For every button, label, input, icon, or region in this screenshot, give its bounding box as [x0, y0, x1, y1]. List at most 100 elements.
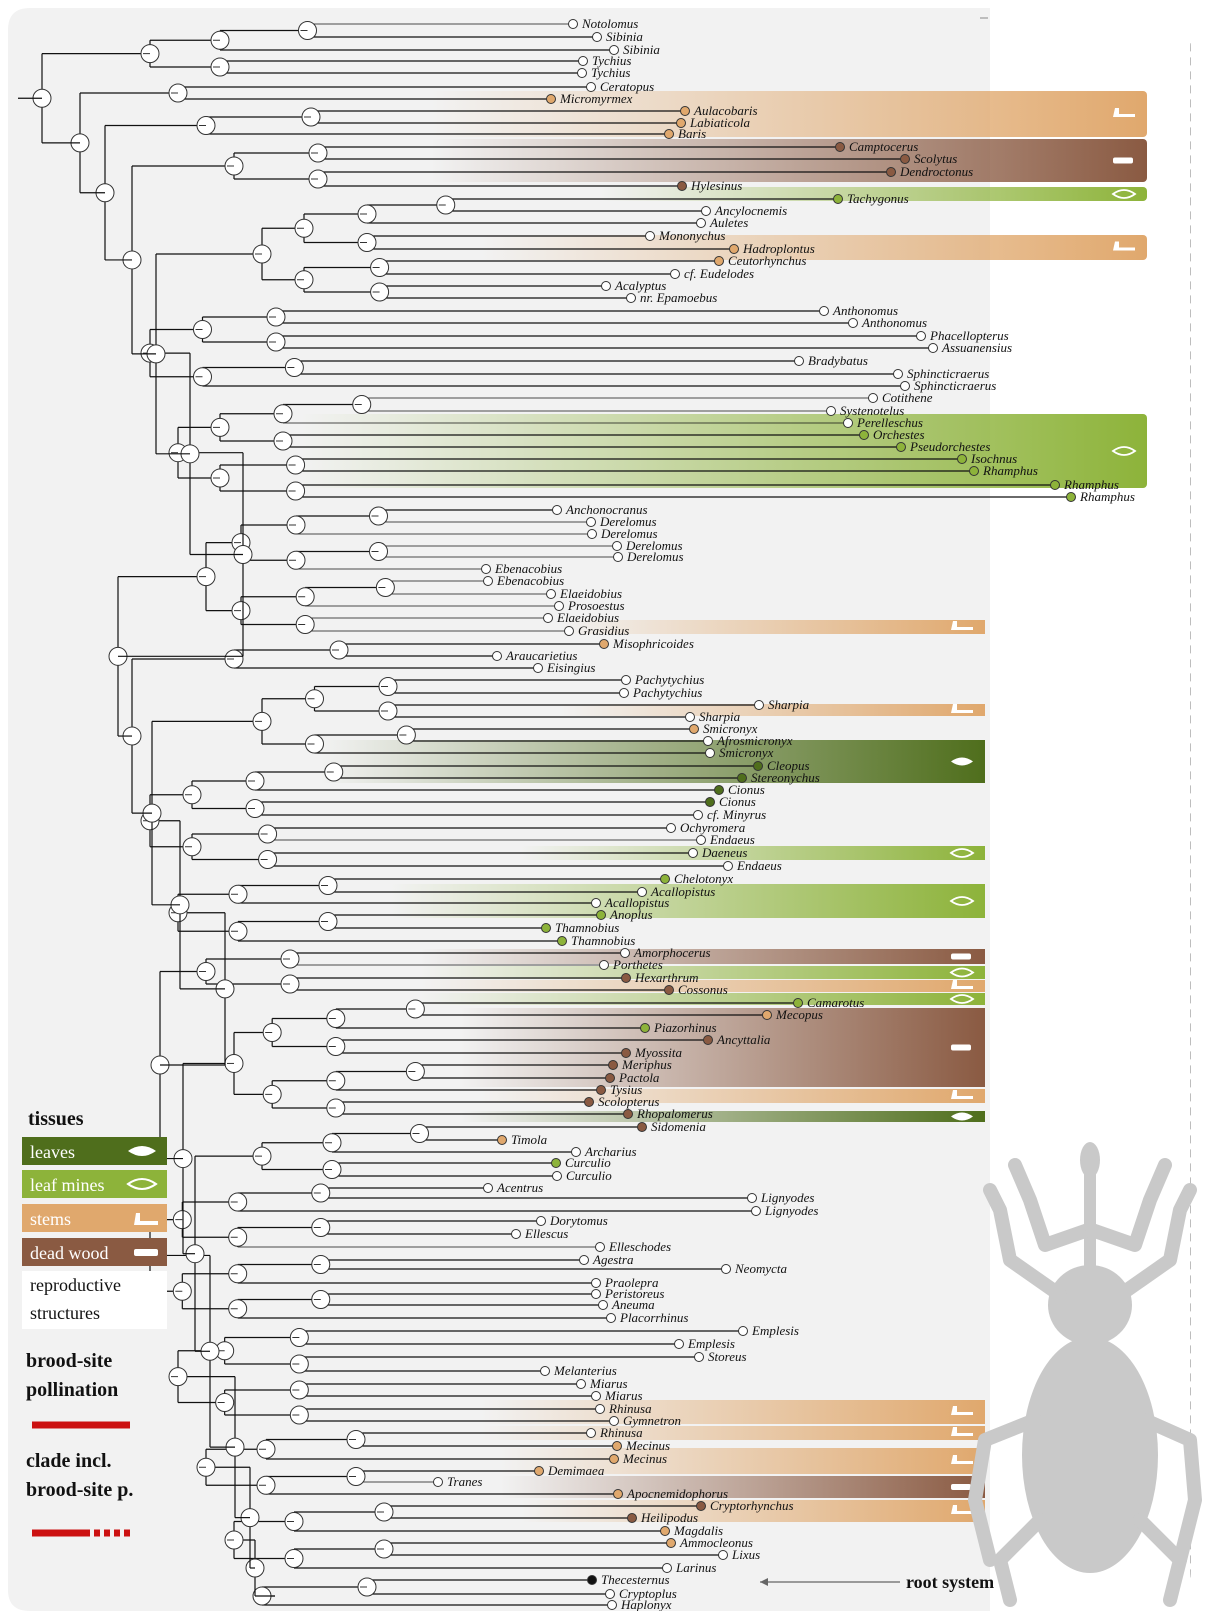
taxon-tip	[640, 1023, 650, 1033]
taxon-tip	[693, 810, 703, 820]
root-system-label: root system	[906, 1572, 994, 1592]
taxon-tip	[721, 1264, 731, 1274]
taxon-label: Sidomenia	[651, 1119, 706, 1134]
taxon-tip	[896, 442, 906, 452]
arrow-head-icon	[760, 1578, 768, 1586]
leaf-mine-icon	[949, 994, 975, 1004]
taxon-tip	[957, 454, 967, 464]
tissue-band	[300, 414, 1147, 488]
taxon-tip	[596, 1085, 606, 1095]
taxon-tip	[969, 466, 979, 476]
taxon-label: Labiaticola	[689, 115, 750, 130]
legend-leaf-mines-label: leaf mines	[30, 1175, 104, 1195]
taxon-tip	[868, 393, 878, 403]
taxon-label: Auletes	[709, 215, 748, 230]
taxon-label: Mecinus	[622, 1451, 667, 1466]
taxon-label: Stereonychus	[751, 770, 820, 785]
tissue-band	[420, 980, 985, 992]
tissue-band	[520, 846, 985, 860]
legend-dead-wood-label: dead wood	[30, 1243, 108, 1263]
taxon-label: Larinus	[675, 1560, 716, 1575]
taxon-label: Agestra	[592, 1252, 634, 1267]
dead-wood-icon	[951, 953, 971, 960]
stem-icon	[951, 621, 973, 630]
taxon-tip	[729, 244, 739, 254]
taxon-label: Hadroplontus	[742, 241, 815, 256]
taxon-tip	[680, 106, 690, 116]
taxon-tip	[664, 985, 674, 995]
taxon-tip	[843, 418, 853, 428]
taxon-tip	[601, 281, 611, 291]
taxon-tip	[676, 118, 686, 128]
leaf-mine-icon	[1111, 446, 1137, 456]
taxon-tip	[591, 898, 601, 908]
taxon-tip	[833, 194, 843, 204]
taxon-label: Heilipodus	[640, 1510, 698, 1525]
dead-wood-icon	[1113, 157, 1133, 164]
taxon-tip	[552, 1171, 562, 1181]
taxon-label: Emplesis	[751, 1323, 799, 1338]
taxon-label: Derelomus	[599, 514, 657, 529]
taxon-label: Mecinus	[625, 1438, 670, 1453]
taxon-label: Ebenacobius	[494, 561, 562, 576]
taxon-label: Ancylocnemis	[714, 203, 787, 218]
stem-icon	[951, 1455, 973, 1464]
weevil-head	[1080, 1142, 1100, 1178]
taxon-label: Isochnus	[970, 451, 1017, 466]
tissue-bands	[300, 91, 1147, 1522]
taxon-tip	[637, 1122, 647, 1132]
weevil-antenna-right-leg	[1085, 1158, 1172, 1252]
taxon-label: Anthonomus	[832, 303, 898, 318]
taxon-label: Smicronyx	[719, 745, 774, 760]
taxon-tip	[916, 331, 926, 341]
taxon-label: cf. Eudelodes	[684, 266, 754, 281]
taxon-tip	[608, 1060, 618, 1070]
taxon-tip	[613, 552, 623, 562]
taxon-label: Endaeus	[709, 832, 755, 847]
taxon-tip	[576, 1379, 586, 1389]
taxon-label: Perelleschus	[856, 415, 923, 430]
tissue-band	[430, 139, 1147, 182]
taxon-tip	[587, 1575, 597, 1585]
taxon-tip	[552, 505, 562, 515]
taxon-label: Sphincticraerus	[914, 378, 996, 393]
taxon-label: Derelomus	[626, 549, 684, 564]
taxon-tip	[587, 529, 597, 539]
tissue-band	[320, 740, 985, 783]
legend-leaf-mines-swatch	[22, 1170, 167, 1198]
dead-wood-icon	[951, 1044, 971, 1051]
taxon-label: Timola	[511, 1132, 548, 1147]
taxon-tip	[696, 1501, 706, 1511]
taxon-tip	[900, 381, 910, 391]
taxon-label: Derelomus	[625, 538, 683, 553]
taxon-tip	[540, 1366, 550, 1376]
taxon-tip	[928, 343, 938, 353]
taxon-tip	[666, 823, 676, 833]
taxon-label: Cryptoplus	[619, 1586, 677, 1601]
weevil-mid-left-leg	[968, 1413, 1042, 1567]
taxon-label: Acalyptus	[614, 278, 666, 293]
tissue-band	[480, 1400, 985, 1424]
taxon-tip	[666, 1538, 676, 1548]
legend-brood-title: brood-site	[26, 1350, 112, 1372]
taxon-label: Rhamphus	[1079, 489, 1135, 504]
taxon-label: Elaeidobius	[559, 586, 622, 601]
taxon-label: Curculio	[565, 1155, 611, 1170]
taxon-tip	[627, 1513, 637, 1523]
taxon-label: Micromyrmex	[559, 91, 633, 106]
taxon-label: Thecesternus	[601, 1572, 670, 1587]
taxon-label: Misophricoides	[612, 636, 694, 651]
taxon-tip	[606, 1313, 616, 1323]
leaf-mine-icon	[949, 896, 975, 906]
taxon-tip	[536, 1216, 546, 1226]
taxon-label: nr. Epamoebus	[640, 290, 717, 305]
taxon-tip	[620, 948, 630, 958]
taxon-tip	[703, 1035, 713, 1045]
taxon-label: Aneuma	[611, 1297, 655, 1312]
dead-wood-icon	[134, 1249, 158, 1256]
taxon-tip	[586, 82, 596, 92]
taxon-tip	[568, 19, 578, 29]
tissue-band	[460, 1111, 985, 1122]
taxon-tip	[848, 318, 858, 328]
weevil-thorax	[1048, 1265, 1132, 1345]
